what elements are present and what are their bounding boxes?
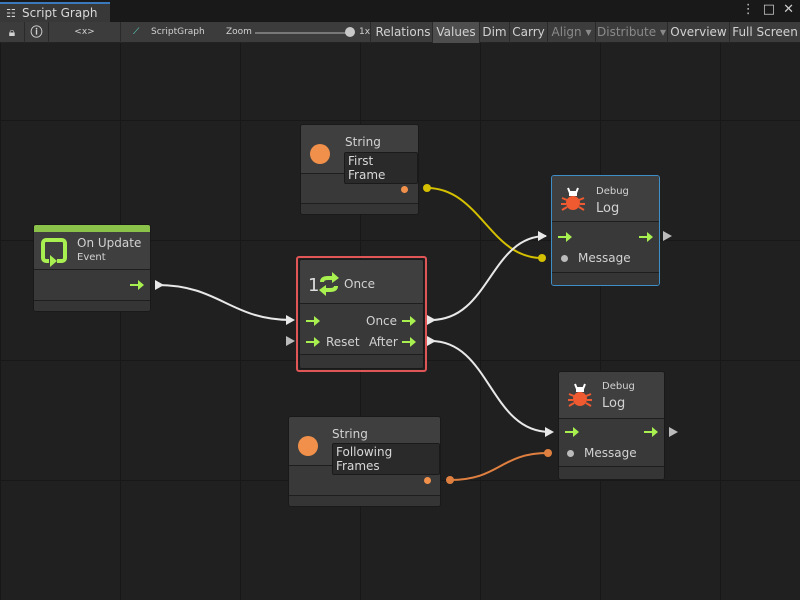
lock-button[interactable]: 🔒︎ — [0, 22, 25, 43]
control-input-arrow-icon — [558, 232, 572, 242]
string-node-following-frames[interactable]: String Following Frames — [288, 416, 441, 507]
zoom-label: Zoom — [226, 27, 252, 37]
string-icon — [310, 144, 330, 164]
control-input-arrow-icon — [565, 427, 579, 437]
overview-button[interactable]: Overview — [668, 22, 730, 43]
align-dropdown[interactable]: Align ▾ — [548, 22, 596, 43]
distribute-dropdown[interactable]: Distribute ▾ — [596, 22, 668, 43]
wire-end — [538, 254, 546, 262]
carry-button[interactable]: Carry — [510, 22, 548, 43]
string-node-first-frame[interactable]: String First Frame — [300, 124, 419, 215]
dim-button[interactable]: Dim — [480, 22, 510, 43]
breadcrumb: ⟋ ScriptGraph Zoom 1x — [121, 22, 371, 43]
debug2-exit-port[interactable] — [669, 427, 678, 437]
wire-end — [544, 449, 552, 457]
zoom-slider-handle[interactable] — [345, 27, 355, 37]
wire-string1-debug1 — [426, 187, 543, 259]
output-port[interactable] — [424, 477, 431, 484]
graph-icon: ⟋ — [133, 27, 140, 37]
control-output-arrow-icon — [130, 280, 144, 290]
wire-string2-debug2 — [449, 452, 549, 481]
wire-end — [446, 476, 454, 484]
maximize-icon[interactable]: □ — [762, 2, 776, 17]
string-icon — [298, 436, 318, 456]
info-icon: ⓘ — [30, 25, 43, 39]
values-button[interactable]: Values — [433, 22, 480, 43]
relations-button[interactable]: Relations — [374, 22, 433, 43]
control-input-arrow-icon — [306, 316, 320, 326]
debug2-enter-port[interactable] — [545, 427, 554, 437]
message-port-dot[interactable] — [567, 450, 574, 457]
variables-button[interactable]: <x> — [49, 22, 121, 43]
debug1-exit-port[interactable] — [663, 231, 672, 241]
once-output-port[interactable] — [427, 315, 436, 325]
debug-log-node-2[interactable]: Debug Log Message — [558, 371, 665, 480]
string-value-field[interactable]: First Frame — [344, 152, 418, 184]
graph-name[interactable]: ScriptGraph — [151, 27, 205, 37]
update-output-port[interactable] — [155, 280, 164, 290]
zoom-value: 1x — [359, 27, 371, 37]
update-loop-icon — [41, 238, 67, 267]
control-input-arrow-icon — [306, 337, 320, 347]
once-enter-port[interactable] — [286, 315, 295, 325]
lock-icon: 🔒︎ — [8, 25, 16, 39]
bug-icon — [568, 383, 592, 407]
tab-script-graph[interactable]: ☷Script Graph — [0, 2, 110, 22]
control-output-arrow-icon — [639, 232, 653, 242]
debug-log-node-1[interactable]: Debug Log Message — [551, 175, 660, 286]
wire-after-debug2 — [430, 340, 551, 433]
output-port[interactable] — [401, 186, 408, 193]
full-screen-button[interactable]: Full Screen — [732, 25, 798, 39]
debug1-enter-port[interactable] — [538, 231, 547, 241]
wire-once-debug1 — [430, 235, 547, 321]
zoom-slider[interactable] — [255, 32, 347, 34]
tab-bar: ☷Script Graph ⋮ □ ✕ — [0, 0, 800, 22]
control-output-arrow-icon — [402, 337, 416, 347]
control-output-arrow-icon — [402, 316, 416, 326]
selection-outline — [296, 256, 427, 372]
kebab-icon[interactable]: ⋮ — [741, 2, 755, 17]
once-node[interactable]: 1 Once Once Reset After — [299, 259, 424, 369]
string-value-field[interactable]: Following Frames — [332, 443, 440, 475]
message-port-dot[interactable] — [561, 255, 568, 262]
control-output-arrow-icon — [644, 427, 658, 437]
info-button[interactable]: ⓘ — [25, 22, 49, 43]
hierarchy-icon: ☷ — [6, 7, 16, 20]
once-reset-port[interactable] — [286, 336, 295, 346]
once-loop-icon — [319, 272, 339, 296]
wire-end — [423, 184, 431, 192]
close-icon[interactable]: ✕ — [783, 2, 794, 17]
bug-icon — [561, 187, 585, 211]
wire-update-once — [156, 284, 293, 321]
toolbar: 🔒︎ ⓘ <x> ⟋ ScriptGraph Zoom 1x Relations… — [0, 22, 800, 43]
on-update-node[interactable]: On Update Event — [33, 224, 151, 312]
after-output-port[interactable] — [427, 336, 436, 346]
